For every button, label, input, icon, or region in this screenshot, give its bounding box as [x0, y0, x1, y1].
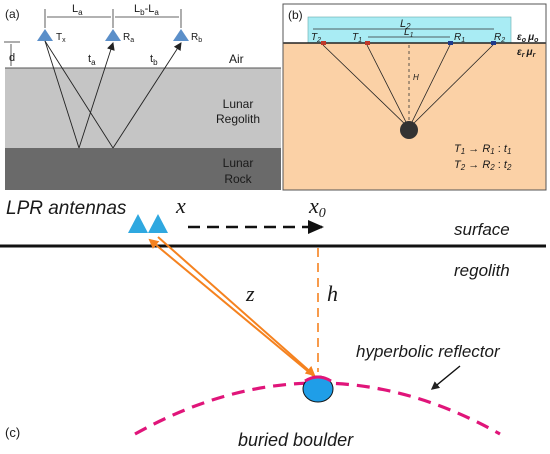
ray-t2	[322, 44, 410, 129]
panel-b-label: (b)	[288, 8, 303, 22]
z-label: z	[245, 281, 255, 306]
ray-up-ra	[78, 42, 115, 149]
t1-label: T1	[352, 32, 362, 44]
hyperbolic-reflector-label: hyperbolic reflector	[356, 342, 501, 361]
h-label-c: h	[327, 281, 338, 306]
antenna-t1	[365, 41, 370, 45]
antenna-box	[307, 16, 512, 44]
antenna-rb	[173, 29, 189, 41]
d-label: d	[9, 52, 15, 64]
tb-label: tb	[150, 53, 158, 67]
panel-b-border	[282, 3, 547, 191]
lb-la-label: Lb-La	[134, 3, 159, 17]
antenna-r1	[448, 41, 453, 45]
ray-r2	[408, 44, 494, 129]
t2-label: T2	[311, 32, 321, 44]
ray-up-rb	[112, 42, 182, 149]
legend-t2-r2: T2 → R2 : t2	[454, 159, 512, 172]
antenna-t2	[321, 41, 326, 45]
panel-c: LPR antennas x x0 surface regolith z h h…	[0, 193, 546, 450]
l1-label: L1	[404, 27, 414, 39]
rock-label-1: Lunar	[223, 156, 254, 170]
regolith-layer	[5, 68, 281, 148]
lpr-antennas-label: LPR antennas	[6, 198, 127, 219]
lpr-antenna-rx	[148, 214, 168, 233]
ray-return-1	[148, 238, 317, 379]
regolith-label-1: Lunar	[223, 97, 254, 111]
target-object	[400, 121, 418, 139]
rock-label-2: Rock	[224, 172, 252, 186]
panel-c-label: (c)	[5, 425, 20, 440]
ray-incident	[157, 236, 316, 377]
antenna-ra-label: Ra	[123, 32, 134, 44]
panel-a-label: (a)	[5, 7, 20, 21]
antenna-ra	[105, 29, 121, 41]
antenna-tx	[37, 29, 53, 41]
antenna-tx-label: Tx	[56, 32, 66, 44]
ray-r1	[408, 44, 451, 129]
la-label: La	[72, 3, 83, 17]
buried-boulder-label: buried boulder	[238, 430, 354, 450]
r1-label: R1	[454, 32, 465, 44]
regolith-label: regolith	[454, 261, 510, 280]
antenna-r2	[491, 41, 496, 45]
x-label: x	[175, 193, 186, 218]
l2-label: L2	[400, 18, 411, 31]
reflector-pointer-arrow	[430, 365, 461, 390]
ray-tx-down-b	[44, 40, 114, 149]
panel-a: (a) La Lb-La d Tx Ra Rb ta tb Air	[4, 3, 281, 190]
x0-label: x0	[308, 193, 326, 221]
ray-t1	[366, 44, 410, 129]
ta-label: ta	[88, 53, 96, 67]
ray-tx-down-a	[44, 40, 80, 149]
r2-label: R2	[494, 32, 505, 44]
boulder-reflection-top	[304, 375, 332, 383]
lpr-antenna-tx	[128, 214, 148, 233]
regolith-label-2: Regolith	[216, 112, 260, 126]
h-label-b: H	[413, 73, 419, 82]
surface-label: surface	[454, 220, 510, 239]
legend-t1-r1: T1 → R1 : t1	[454, 143, 511, 156]
rock-layer	[5, 148, 281, 190]
air-label: Air	[229, 52, 244, 66]
antenna-rb-label: Rb	[191, 32, 202, 44]
